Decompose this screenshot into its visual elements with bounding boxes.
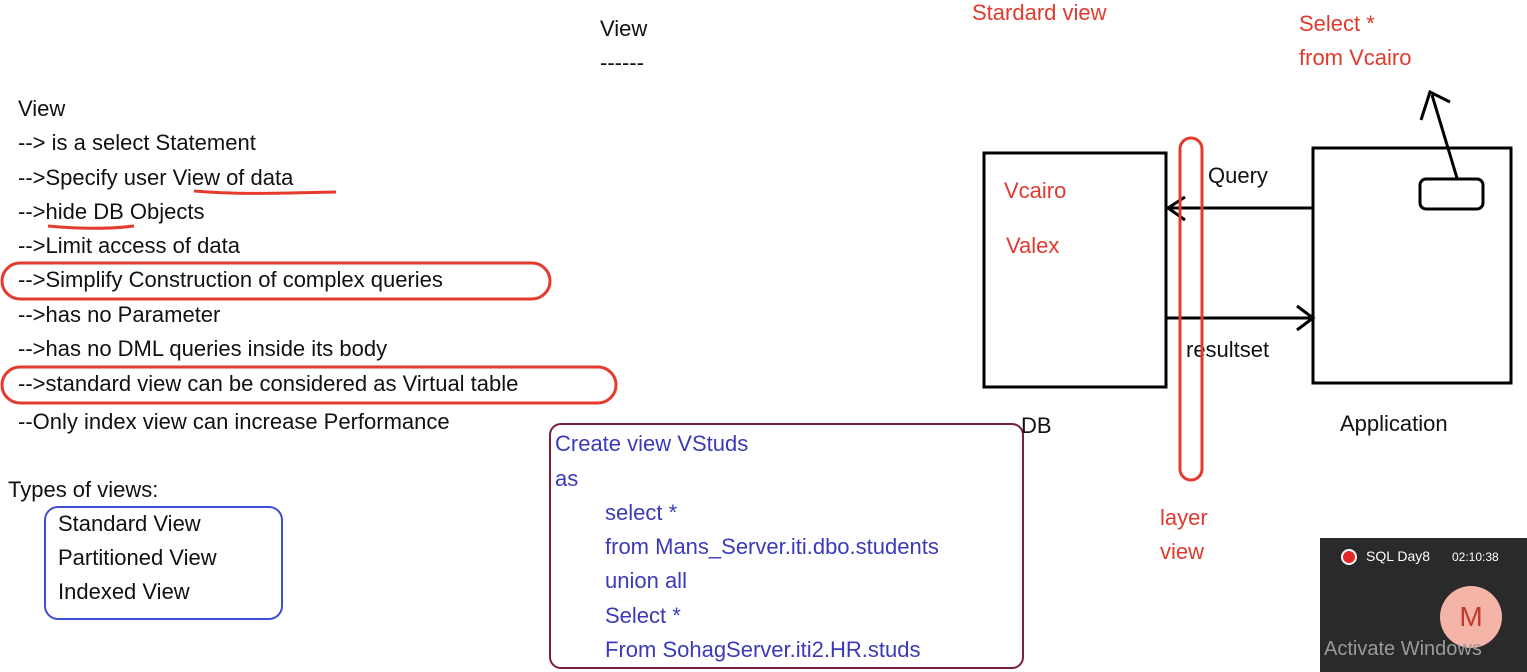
note-item: -->hide DB Objects: [18, 199, 205, 224]
code-line: as: [555, 466, 579, 491]
view-label: view: [1160, 539, 1205, 564]
code-line: Create view VStuds: [555, 431, 749, 456]
standard-view-label: Stardard view: [972, 0, 1107, 25]
note-item: -->has no DML queries inside its body: [18, 336, 388, 361]
code-line: from Mans_Server.iti.dbo.students: [605, 534, 939, 559]
note-item: -->Limit access of data: [18, 233, 240, 258]
code-line: From SohagServer.iti2.HR.studs: [605, 637, 921, 662]
highlight-simplify: [0, 261, 552, 301]
app-button: [1418, 177, 1485, 211]
title-underline: ------: [600, 50, 644, 75]
resultset-arrow-head: [1296, 304, 1316, 332]
note-item: -->Specify user View of data: [18, 165, 294, 190]
note-item: -->has no Parameter: [18, 302, 221, 327]
query-label: Query: [1208, 163, 1268, 188]
note-item: --Only index view can increase Performan…: [18, 409, 450, 434]
db-box: [982, 151, 1168, 389]
activate-windows-watermark: Activate Windows: [1324, 638, 1482, 660]
underline-hide: [47, 224, 135, 230]
underline-view-of-data: [193, 189, 337, 195]
select-label-line2: from Vcairo: [1299, 45, 1412, 70]
select-label-line1: Select *: [1299, 11, 1375, 36]
note-item: --> is a select Statement: [18, 130, 256, 155]
types-heading: Types of views:: [8, 477, 159, 502]
db-label: DB: [1021, 413, 1052, 438]
db-item-vcairo: Vcairo: [1004, 178, 1067, 203]
code-line: Select *: [605, 603, 681, 628]
application-box: [1311, 146, 1513, 385]
avatar[interactable]: M: [1440, 586, 1502, 648]
application-label: Application: [1340, 411, 1448, 436]
layer-label: layer: [1160, 505, 1208, 530]
code-frame: [549, 423, 1024, 669]
type-item: Partitioned View: [58, 545, 217, 570]
record-icon: [1343, 551, 1355, 563]
app-arrow: [1430, 94, 1459, 179]
layer-view-band: [1178, 136, 1204, 482]
app-arrow-head: [1419, 89, 1451, 121]
code-line: union all: [605, 568, 687, 593]
db-item-valex: Valex: [1006, 233, 1060, 258]
type-item: Indexed View: [58, 579, 190, 604]
note-item: -->standard view can be considered as Vi…: [18, 371, 519, 396]
resultset-label: resultset: [1186, 337, 1270, 362]
page-title: View: [600, 16, 648, 41]
recording-title: SQL Day8: [1366, 548, 1431, 564]
recording-time: 02:10:38: [1452, 550, 1499, 564]
recording-widget: SQL Day8 02:10:38 M Activate Windows: [1320, 538, 1527, 672]
type-item: Standard View: [58, 511, 201, 536]
note-item: -->Simplify Construction of complex quer…: [18, 267, 443, 292]
notes-heading: View: [18, 96, 66, 121]
types-frame: [44, 506, 283, 620]
code-line: select *: [605, 500, 678, 525]
highlight-virtual-table: [0, 365, 618, 405]
